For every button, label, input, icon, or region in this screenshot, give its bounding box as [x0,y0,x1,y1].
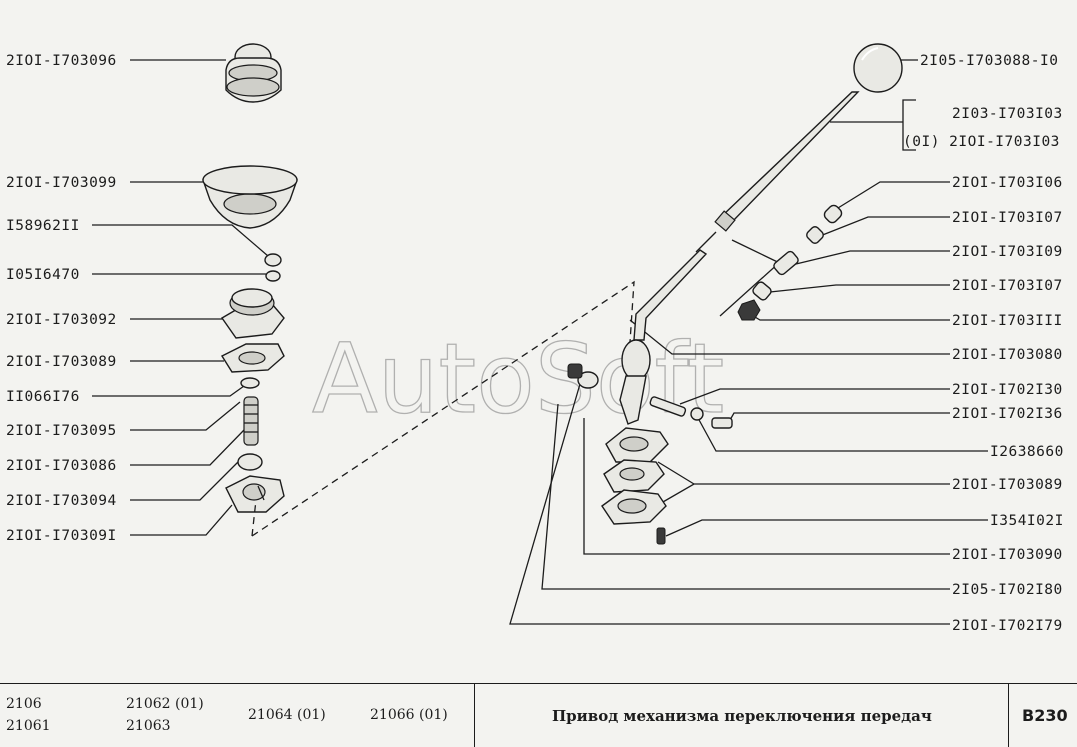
label-r10: 2IOI-I702I36 [952,406,1063,422]
spring-parts [237,377,263,471]
label-r8: 2IOI-I703080 [952,347,1063,363]
watermark: AutoSoft [312,323,724,435]
bracket [902,99,916,151]
label-r13: I354I02I [990,513,1064,529]
label-l8: 2IOI-I703086 [6,458,117,474]
label-l0: 2IOI-I703096 [6,53,117,69]
label-r16: 2IOI-I702I79 [952,618,1063,634]
lower-right-parts [567,363,733,545]
label-l4: 2IOI-I703092 [6,312,117,328]
left-labels: 2IOI-I703096 2IOI-I703099 I58962II I05I6… [6,53,117,544]
footer-divider-1 [474,684,475,747]
small-parts [737,204,843,321]
label-r12: 2IOI-I703089 [952,477,1063,493]
shift-knob [853,43,903,93]
model-21066: 21066 (01) [370,707,448,723]
base-part [225,475,285,513]
label-r14: 2IOI-I703090 [952,547,1063,563]
right-labels: 2I05-I703088-I0 2I03-I703I03 (0I) 2IOI-I… [903,53,1064,634]
left-leaders [92,59,269,536]
footer-divider-2 [1008,684,1009,747]
page-code: B230 [1022,706,1068,725]
label-r6: 2IOI-I703I07 [952,278,1063,294]
label-r5: 2IOI-I703I09 [952,244,1063,260]
assembly-dashes [251,280,635,537]
label-r15: 2I05-I702I80 [952,582,1063,598]
label-r1: 2I03-I703I03 [952,106,1063,122]
model-21062: 21062 (01) [126,696,204,712]
label-l6: II066I76 [6,389,80,405]
label-r4: 2IOI-I703I07 [952,210,1063,226]
label-l5: 2IOI-I703089 [6,354,117,370]
footer: 2106 21061 21062 (01) 21063 21064 (01) 2… [0,683,1077,747]
model-2106: 2106 [6,696,42,712]
label-r11: I2638660 [990,444,1064,460]
page-title: Привод механизма переключения передач [552,707,932,725]
nut-washer-parts [264,253,282,282]
label-l10: 2IOI-I70309I [6,528,117,544]
model-21064: 21064 (01) [248,707,326,723]
label-r0: 2I05-I703088-I0 [920,53,1058,69]
label-l7: 2IOI-I703095 [6,423,117,439]
cover-part [202,165,298,229]
label-l1: 2IOI-I703099 [6,175,117,191]
label-r9: 2IOI-I702I30 [952,382,1063,398]
label-r2: (0I) 2IOI-I703I03 [903,134,1060,150]
gasket-left-part [220,343,285,373]
parts-diagram: AutoSoft 2IOI-I703096 2IOI-I703099 I5896… [6,43,1064,634]
boot-part [225,43,282,103]
label-l9: 2IOI-I703094 [6,493,117,509]
label-r7: 2IOI-I703III [952,313,1063,329]
label-r3: 2IOI-I703I06 [952,175,1063,191]
model-21061: 21061 [6,718,51,734]
label-l2: I58962II [6,218,80,234]
model-21063: 21063 [126,718,171,734]
housing-part [220,288,285,339]
label-l3: I05I6470 [6,267,80,283]
shift-lever [619,91,860,425]
